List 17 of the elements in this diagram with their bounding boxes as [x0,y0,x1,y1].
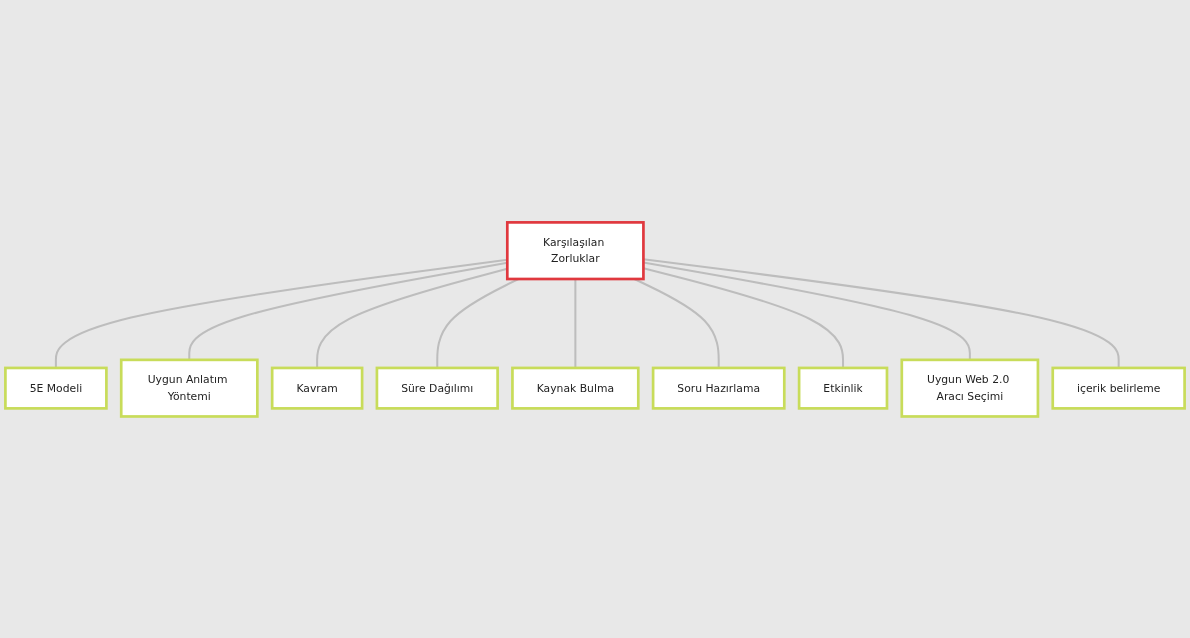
node-box: Kavram [270,366,364,410]
node-box: 5E Modeli [4,366,108,410]
connector [188,261,508,360]
connector [574,278,577,368]
connector [643,257,1120,368]
node-box: içerik belirleme [1051,366,1186,410]
node-box: Soru Hazırlama [651,366,786,410]
node-box: Kaynak Bulma [511,366,640,410]
connector [643,261,971,360]
node-box: Uygun Web 2.0 Aracı Seçimi [900,358,1040,418]
connector [54,258,508,368]
connector [643,266,845,368]
connector [316,267,508,368]
node-box: Uygun Anlatım Yöntemi [119,358,259,418]
node-box: Karşılaşılan Zorluklar [505,220,645,280]
node-box: Süre Dağılımı [375,366,499,410]
node-box: Etkinlik [797,366,889,410]
